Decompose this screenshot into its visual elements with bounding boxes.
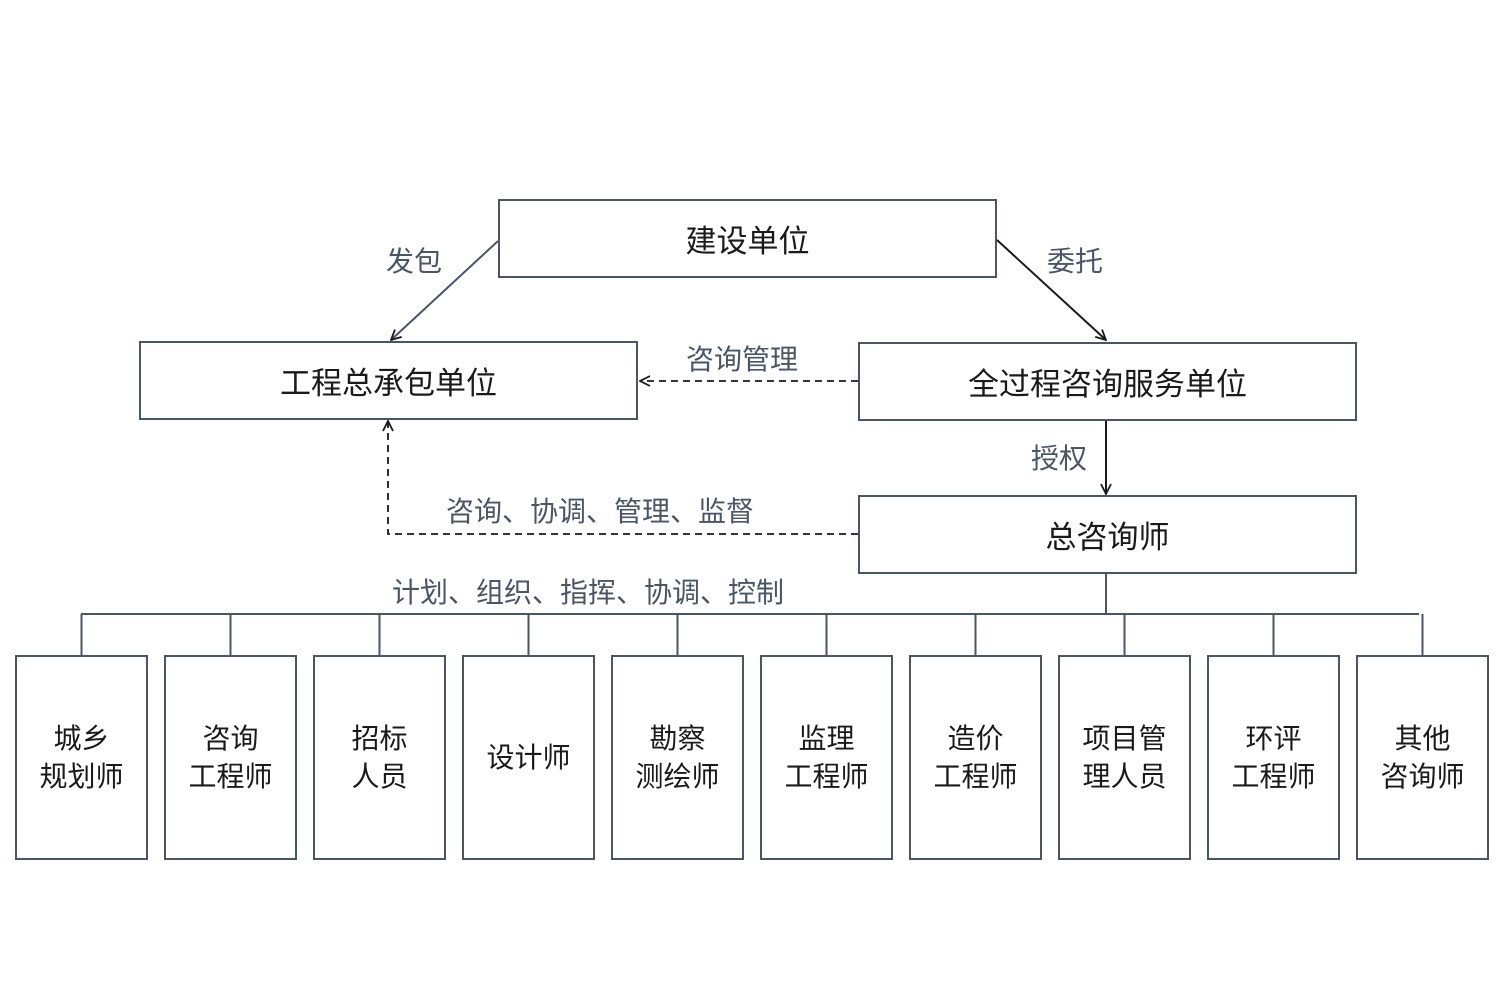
role-label: 项目管 理人员 xyxy=(1082,721,1167,793)
general-contractor-node: 工程总承包单位 xyxy=(139,341,638,420)
role-box: 环评 工程师 xyxy=(1207,655,1340,860)
contract-out-label: 发包 xyxy=(386,245,443,278)
role-box: 设计师 xyxy=(462,655,595,860)
consult-manage-label: 咨询管理 xyxy=(686,343,799,376)
general-contractor-node-label: 工程总承包单位 xyxy=(280,366,497,402)
role-box: 监理 工程师 xyxy=(760,655,893,860)
role-box: 造价 工程师 xyxy=(909,655,1042,860)
role-label: 设计师 xyxy=(486,740,571,774)
client-node: 建设单位 xyxy=(498,199,997,278)
role-box: 勘察 测绘师 xyxy=(611,655,744,860)
role-box: 咨询 工程师 xyxy=(164,655,297,860)
role-box: 城乡 规划师 xyxy=(15,655,148,860)
entrust-label: 委托 xyxy=(1047,245,1104,278)
consulting-unit-node: 全过程咨询服务单位 xyxy=(858,342,1357,421)
role-label: 勘察 测绘师 xyxy=(635,721,720,793)
role-label: 招标 人员 xyxy=(351,721,408,793)
entrust-arrow xyxy=(996,239,1106,340)
chief-consultant-node: 总咨询师 xyxy=(858,495,1357,574)
role-label: 咨询 工程师 xyxy=(188,721,273,793)
role-label: 城乡 规划师 xyxy=(39,721,124,793)
role-label: 造价 工程师 xyxy=(933,721,1018,793)
contract-out-arrow xyxy=(391,240,499,340)
consulting-unit-node-label: 全过程咨询服务单位 xyxy=(968,367,1247,403)
role-box: 招标 人员 xyxy=(313,655,446,860)
consult-coordinate-arrow xyxy=(388,421,858,535)
authorize-label: 授权 xyxy=(1031,442,1088,475)
role-label: 其他 咨询师 xyxy=(1380,721,1465,793)
client-node-label: 建设单位 xyxy=(685,224,810,260)
role-box: 项目管 理人员 xyxy=(1058,655,1191,860)
plan-control-label: 计划、组织、指挥、协调、控制 xyxy=(392,576,785,609)
consult-coordinate-label: 咨询、协调、管理、监督 xyxy=(446,495,755,528)
role-box: 其他 咨询师 xyxy=(1356,655,1489,860)
role-label: 监理 工程师 xyxy=(784,721,869,793)
chief-consultant-node-label: 总咨询师 xyxy=(1045,520,1170,556)
role-label: 环评 工程师 xyxy=(1231,721,1316,793)
